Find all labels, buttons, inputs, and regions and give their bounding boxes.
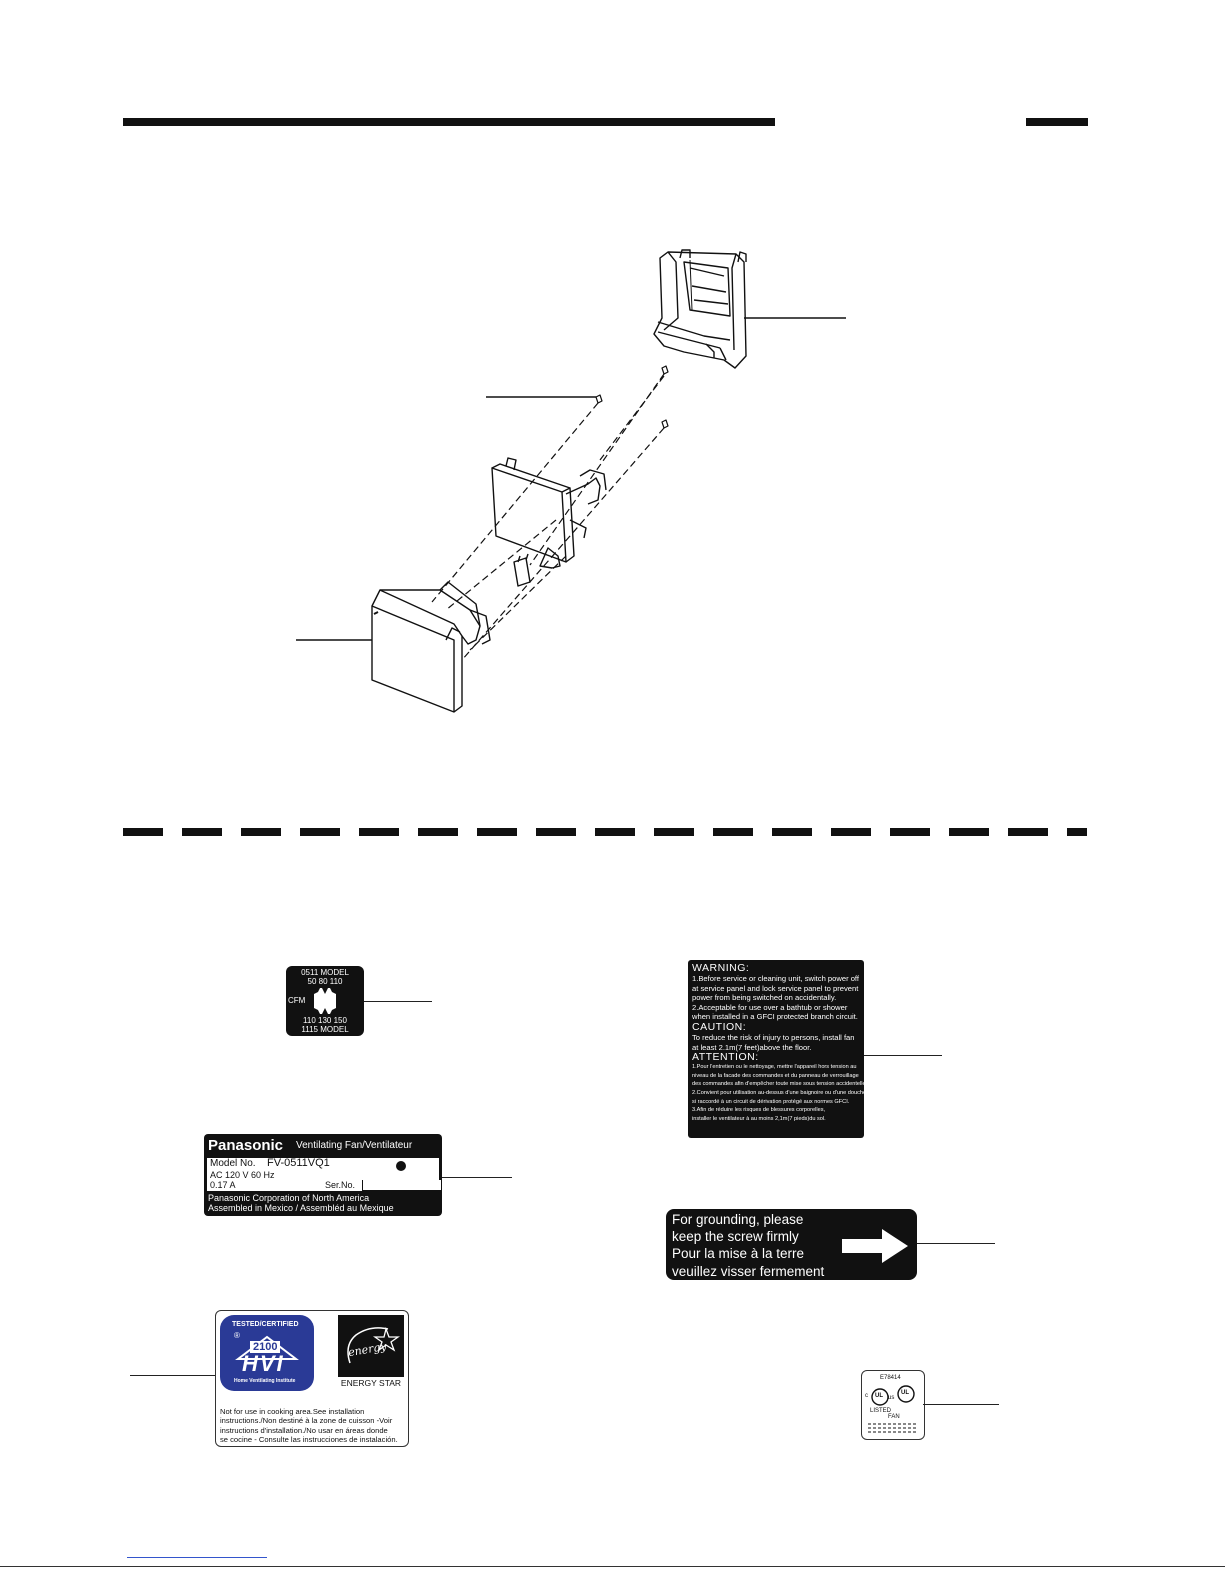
notice-line: se cocine - Consulte las instrucciones d… bbox=[220, 1435, 398, 1445]
ul-c-text: c bbox=[865, 1393, 868, 1399]
grounding-label-leader bbox=[917, 1243, 995, 1244]
attention-line: installer le ventilateur à au moins 2,1m… bbox=[692, 1115, 826, 1122]
ul-file-number: E78414 bbox=[880, 1375, 901, 1381]
ul-control-number-lines bbox=[868, 1423, 918, 1433]
warning-line: power from being switched on accidentall… bbox=[692, 993, 837, 1003]
cfm-label: 0511 MODEL 50 80 110 CFM 110 130 150 111… bbox=[286, 966, 364, 1036]
warning-line: when installed in a GFCI protected branc… bbox=[692, 1012, 858, 1022]
serial-label: Ser.No. bbox=[325, 1180, 356, 1190]
grounding-line: keep the screw firmly bbox=[672, 1229, 799, 1245]
attention-line: 3.Afin de réduire les risques de blessur… bbox=[692, 1107, 826, 1114]
ul-fan-text: FAN bbox=[888, 1414, 900, 1420]
caution-title: CAUTION: bbox=[692, 1020, 747, 1033]
cfm-dial-icon bbox=[314, 988, 336, 1014]
cfm-values-top: 50 80 110 bbox=[307, 977, 343, 986]
attention-title: ATTENTION: bbox=[692, 1051, 759, 1064]
ul-mark-icon bbox=[871, 1385, 915, 1406]
notice-line: Not for use in cooking area.See installa… bbox=[220, 1407, 365, 1416]
page-footer-link-underline bbox=[127, 1557, 267, 1558]
housing-box-part bbox=[371, 581, 491, 713]
notice-line: instructions./Non destiné à la zone de c… bbox=[220, 1416, 393, 1426]
model-number: FV-0511VQ1 bbox=[267, 1157, 330, 1169]
installation-notice: Not for use in cooking area.See installa… bbox=[220, 1407, 406, 1445]
hvi-mark-text: HVI bbox=[242, 1351, 285, 1376]
grounding-line: veuillez visser fermement bbox=[672, 1263, 825, 1279]
model-prefix: Model No. bbox=[210, 1158, 256, 1169]
mexico-mark-icon: M bbox=[396, 1161, 406, 1171]
energy-star-icon bbox=[347, 1326, 400, 1364]
mounting-bracket-part bbox=[653, 249, 747, 369]
brand-name: Panasonic bbox=[208, 1137, 284, 1154]
caution-line: at least 2.1m(7 feet)above the floor. bbox=[692, 1042, 812, 1052]
section-separator bbox=[123, 828, 1087, 836]
assembly-origin: Assembled in Mexico / Assembléd au Mexiq… bbox=[208, 1203, 394, 1213]
warning-line: 1.Before service or cleaning unit, switc… bbox=[692, 974, 860, 983]
hvi-registered-mark: ® bbox=[234, 1331, 240, 1340]
grounding-line: Pour la mise à la terre bbox=[672, 1246, 805, 1262]
serial-number-blank bbox=[362, 1180, 442, 1191]
cfm-model-0511: 0511 MODEL bbox=[301, 968, 349, 977]
attention-line: 2.Convient pour utilisation au-dessus d'… bbox=[692, 1089, 867, 1096]
attention-line: des commandes afin d'empêcher toute mise… bbox=[692, 1081, 868, 1088]
company-name: Panasonic Corporation of North America bbox=[208, 1193, 370, 1203]
product-type: Ventilating Fan/Ventilateur bbox=[296, 1140, 413, 1151]
cfm-values-bottom: 110 130 150 bbox=[303, 1016, 347, 1025]
install-path-lines bbox=[431, 373, 665, 661]
exploded-assembly-diagram bbox=[296, 249, 846, 713]
ul-listed-text: LISTED bbox=[870, 1408, 892, 1414]
ul-us-text: us bbox=[888, 1395, 895, 1401]
hvi-tested-text: TESTED/CERTIFIED bbox=[232, 1321, 299, 1328]
rating-label: Panasonic Ventilating Fan/Ventilateur Mo… bbox=[204, 1134, 442, 1216]
rating-inner-panel: Model No. FV-0511VQ1 M AC 120 V 60 Hz 0.… bbox=[207, 1157, 442, 1191]
warning-line: 2.Acceptable for use over a bathtub or s… bbox=[692, 1002, 848, 1012]
hvi-logo: TESTED/CERTIFIED ® 2100 HVI Home Ventila… bbox=[220, 1315, 314, 1391]
cfm-side-text: CFM bbox=[288, 996, 306, 1005]
circuit-board-part bbox=[491, 457, 607, 587]
arrow-right-icon bbox=[842, 1229, 908, 1263]
warning-title: WARNING: bbox=[692, 962, 750, 974]
ul-listing-label: E78414 c UL UL us LISTED FAN bbox=[861, 1370, 925, 1440]
screw-part bbox=[595, 365, 669, 429]
header-rule-right bbox=[1026, 118, 1088, 126]
energy-star-logo: energy ENERGY STAR bbox=[338, 1315, 404, 1389]
cfm-label-leader bbox=[364, 1001, 432, 1002]
grounding-line: For grounding, please bbox=[672, 1212, 804, 1227]
current-rating: 0.17 A bbox=[210, 1180, 236, 1190]
page-footer-rule bbox=[0, 1566, 1225, 1567]
attention-line: si raccordé à un circuit de dérivation p… bbox=[692, 1098, 850, 1105]
energy-star-text: ENERGY STAR bbox=[338, 1375, 404, 1389]
attention-line: niveau de la facade des commandes et du … bbox=[692, 1072, 859, 1079]
certification-label-leader bbox=[130, 1375, 215, 1376]
ul-mark-text: UL bbox=[875, 1393, 883, 1399]
warning-label-leader bbox=[864, 1055, 942, 1056]
power-rating: AC 120 V 60 Hz bbox=[210, 1170, 275, 1180]
ul-mark-text: UL bbox=[901, 1390, 909, 1396]
warning-line: at service panel and lock service panel … bbox=[692, 983, 859, 993]
certification-label: TESTED/CERTIFIED ® 2100 HVI Home Ventila… bbox=[215, 1310, 409, 1447]
ul-label-leader bbox=[923, 1404, 999, 1405]
caution-line: To reduce the risk of injury to persons,… bbox=[692, 1032, 855, 1042]
attention-line: 1.Pour l'entretien ou le nettoyage, mett… bbox=[692, 1064, 857, 1071]
header-rule-left bbox=[123, 118, 775, 126]
hvi-institute-text: Home Ventilating Institute bbox=[234, 1378, 296, 1384]
hvi-number: 2100 bbox=[250, 1341, 281, 1353]
grounding-label: For grounding, please keep the screw fir… bbox=[666, 1209, 917, 1280]
notice-line: instructions d'installation./No usar en … bbox=[220, 1425, 388, 1435]
warning-label: WARNING: 1.Before service or cleaning un… bbox=[688, 960, 868, 1138]
rating-label-leader bbox=[442, 1177, 512, 1178]
cfm-model-1115: 1115 MODEL bbox=[301, 1025, 349, 1034]
